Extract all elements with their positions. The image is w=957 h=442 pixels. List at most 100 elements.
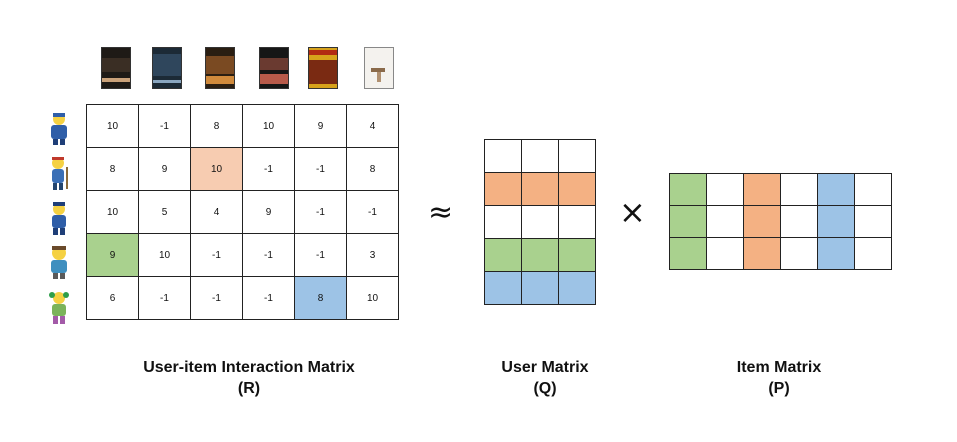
matrix-cell: 5 — [138, 190, 191, 234]
q-cell — [484, 139, 522, 173]
p-matrix-caption: Item Matrix (P) — [704, 357, 854, 399]
user-avatar-2 — [52, 157, 68, 190]
p-row — [669, 173, 892, 206]
matrix-cell: 10 — [86, 190, 139, 234]
p-cell — [669, 237, 707, 270]
times-symbol: × — [619, 193, 646, 231]
matrix-cell: 8 — [346, 147, 399, 191]
q-row-blue — [484, 271, 596, 305]
matrix-cell: -1 — [242, 233, 295, 277]
p-cell — [743, 173, 781, 206]
movie-poster-6 — [364, 47, 394, 89]
p-cell — [669, 173, 707, 206]
p-matrix-title: Item Matrix — [736, 359, 822, 376]
q-row-orange — [484, 172, 596, 206]
matrix-cell: -1 — [294, 233, 347, 277]
approx-symbol: ≈ — [428, 195, 454, 230]
matrix-cell: -1 — [138, 104, 191, 148]
matrix-cell: -1 — [190, 233, 243, 277]
p-cell — [817, 205, 855, 238]
q-cell — [558, 205, 596, 239]
matrix-cell-highlight-green: 9 — [86, 233, 139, 277]
matrix-cell: 10 — [86, 104, 139, 148]
q-cell — [484, 172, 522, 206]
p-cell — [854, 173, 892, 206]
p-cell — [706, 205, 744, 238]
user-avatar-1 — [51, 113, 67, 145]
matrix-cell: -1 — [294, 190, 347, 234]
matrix-cell: 8 — [190, 104, 243, 148]
matrix-row: 10 -1 8 10 9 4 — [86, 104, 399, 148]
p-cell — [706, 237, 744, 270]
p-cell — [706, 173, 744, 206]
matrix-cell: 4 — [346, 104, 399, 148]
interaction-matrix-r: 10 -1 8 10 9 4 8 9 10 -1 -1 8 10 5 4 9 -… — [86, 104, 399, 320]
q-cell — [521, 271, 559, 305]
p-cell — [780, 237, 818, 270]
r-matrix-title: User-item Interaction Matrix — [143, 359, 355, 376]
q-cell — [521, 139, 559, 173]
p-cell — [743, 205, 781, 238]
q-cell — [521, 172, 559, 206]
q-cell — [558, 172, 596, 206]
matrix-cell-highlight-orange: 10 — [190, 147, 243, 191]
q-row-green — [484, 238, 596, 272]
matrix-cell: 10 — [346, 276, 399, 320]
p-cell — [854, 205, 892, 238]
user-avatar-4 — [51, 246, 67, 279]
q-matrix-caption: User Matrix (Q) — [470, 357, 620, 399]
q-matrix-symbol: (Q) — [533, 380, 557, 397]
matrix-row: 6 -1 -1 -1 8 10 — [86, 276, 399, 320]
q-cell — [558, 139, 596, 173]
movie-poster-5 — [308, 47, 338, 89]
user-avatar-5 — [49, 292, 69, 324]
matrix-cell: 8 — [86, 147, 139, 191]
movie-poster-4 — [259, 47, 289, 89]
matrix-row: 8 9 10 -1 -1 8 — [86, 147, 399, 191]
r-matrix-caption: User-item Interaction Matrix (R) — [104, 357, 394, 399]
q-cell — [484, 271, 522, 305]
q-cell — [521, 205, 559, 239]
p-row — [669, 237, 892, 270]
matrix-cell: 6 — [86, 276, 139, 320]
movie-poster-1 — [101, 47, 131, 89]
q-cell — [484, 205, 522, 239]
matrix-cell: 4 — [190, 190, 243, 234]
matrix-cell: -1 — [294, 147, 347, 191]
matrix-cell: 9 — [138, 147, 191, 191]
matrix-cell: 9 — [294, 104, 347, 148]
q-matrix-title: User Matrix — [501, 359, 589, 376]
matrix-cell: 10 — [138, 233, 191, 277]
user-avatar-3 — [52, 202, 66, 235]
matrix-cell: 10 — [242, 104, 295, 148]
matrix-row: 10 5 4 9 -1 -1 — [86, 190, 399, 234]
matrix-cell: -1 — [242, 147, 295, 191]
matrix-cell: -1 — [346, 190, 399, 234]
r-matrix-symbol: (R) — [237, 380, 261, 397]
movie-poster-3 — [205, 47, 235, 89]
matrix-cell: -1 — [242, 276, 295, 320]
matrix-cell-highlight-blue: 8 — [294, 276, 347, 320]
p-cell — [669, 205, 707, 238]
q-row — [484, 139, 596, 173]
p-cell — [817, 237, 855, 270]
q-cell — [484, 238, 522, 272]
matrix-cell: 3 — [346, 233, 399, 277]
q-cell — [558, 238, 596, 272]
item-matrix-p — [669, 173, 892, 270]
p-cell — [780, 173, 818, 206]
user-matrix-q — [484, 139, 596, 305]
q-row — [484, 205, 596, 239]
p-row — [669, 205, 892, 238]
matrix-row: 9 10 -1 -1 -1 3 — [86, 233, 399, 277]
q-cell — [558, 271, 596, 305]
p-cell — [743, 237, 781, 270]
p-matrix-symbol: (P) — [768, 380, 790, 397]
q-cell — [521, 238, 559, 272]
p-cell — [817, 173, 855, 206]
p-cell — [854, 237, 892, 270]
movie-poster-2 — [152, 47, 182, 89]
p-cell — [780, 205, 818, 238]
matrix-cell: -1 — [138, 276, 191, 320]
matrix-cell: 9 — [242, 190, 295, 234]
